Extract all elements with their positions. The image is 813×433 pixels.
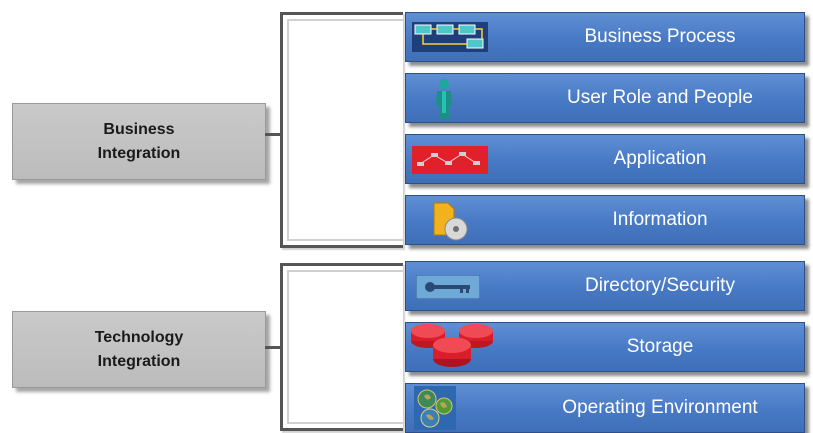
business-bracket	[280, 12, 403, 248]
row-information: Information	[405, 195, 805, 245]
person-icon	[436, 79, 452, 119]
key-icon	[416, 275, 480, 299]
business-connector	[265, 133, 282, 136]
application-network-icon	[412, 146, 488, 174]
business-integration-box: Business Integration	[12, 103, 266, 180]
process-flow-icon	[412, 22, 488, 52]
technology-integration-box: Technology Integration	[12, 311, 266, 388]
technology-bracket	[280, 263, 403, 431]
row-label: Directory/Security	[585, 275, 735, 296]
row-operating-environment: Operating Environment	[405, 383, 805, 433]
storage-disks-icon	[411, 324, 493, 367]
row-label: Storage	[626, 336, 694, 357]
row-directory-security: Directory/Security	[405, 261, 805, 311]
row-label: Application	[613, 148, 707, 169]
row-application: Application	[405, 134, 805, 184]
row-label: Operating Environment	[562, 397, 758, 418]
globe-cluster-icon	[414, 386, 456, 430]
row-user-role: User Role and People	[405, 73, 805, 123]
row-storage: Storage	[405, 322, 805, 372]
row-label: Information	[612, 209, 708, 230]
row-business-process: Business Process	[405, 12, 805, 62]
row-label: Business Process	[584, 26, 736, 47]
row-label: User Role and People	[567, 87, 753, 108]
document-disc-icon	[433, 202, 468, 241]
technology-connector	[265, 346, 282, 349]
